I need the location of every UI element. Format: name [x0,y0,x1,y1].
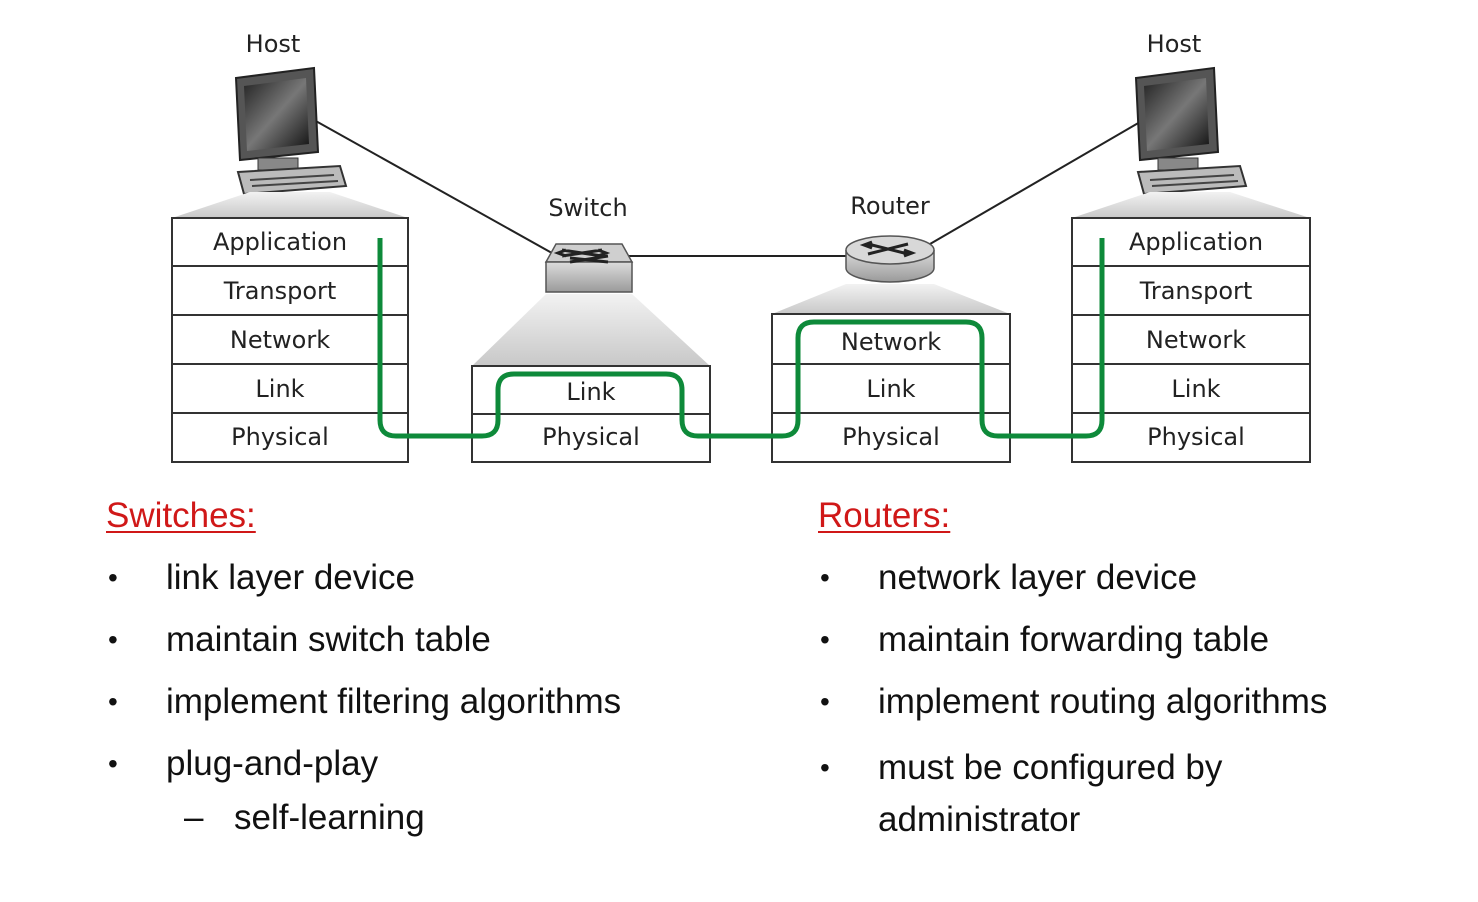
routers-list: •network layer device •maintain forwardi… [818,556,1458,846]
list-item: •link layer device [106,556,746,600]
switch-shade [472,294,710,366]
host-right-computer-icon [1134,66,1248,196]
data-path-line [377,238,1105,439]
host-left-layer-application: Application [213,228,347,256]
host-right-label: Host [1147,30,1202,58]
host-right-layer-network: Network [1146,326,1246,354]
switches-heading: Switches: [106,496,256,535]
switches-list: •link layer device •maintain switch tabl… [106,556,746,786]
router-shade [772,284,1010,314]
list-subitem: –self-learning [106,796,746,840]
network-diagram: Host Application Transport Network Link … [171,30,1311,463]
bullet-icon: • [820,562,830,593]
switch-stack: Link Physical [471,365,711,463]
list-item: •must be configured by administrator [818,742,1298,846]
host-right-layer-transport: Transport [1139,277,1253,305]
list-item: •network layer device [818,556,1458,600]
router-stack: Network Link Physical [771,313,1011,463]
bullet-icon: • [108,686,118,717]
list-item: •maintain switch table [106,618,746,662]
list-item: •plug-and-play [106,742,746,786]
switch-layer-link: Link [566,378,615,406]
host-right-layer-link: Link [1171,375,1220,403]
router-layer-network: Network [841,328,941,356]
switch-label: Switch [548,194,627,222]
host-right-layer-application: Application [1129,228,1263,256]
bullet-icon: • [820,686,830,717]
host-left-label: Host [246,30,301,58]
routers-section: Routers: •network layer device •maintain… [818,492,1458,864]
list-item: •implement routing algorithms [818,680,1458,724]
bullet-icon: • [820,752,830,783]
list-item: •implement filtering algorithms [106,680,746,724]
routers-heading: Routers: [818,496,951,535]
bullet-icon: • [108,562,118,593]
host-left-shade [172,192,408,218]
router-label: Router [850,192,930,220]
router-layer-physical: Physical [842,423,940,451]
host-right-shade [1072,192,1310,218]
host-left-layer-transport: Transport [223,277,337,305]
bullet-icon: • [820,624,830,655]
switch-icon [544,243,634,293]
bullet-icon: • [108,624,118,655]
router-layer-link: Link [866,375,915,403]
host-right-stack: Application Transport Network Link Physi… [1071,217,1311,463]
dash-icon: – [184,798,204,837]
host-left-layer-link: Link [255,375,304,403]
bullet-icon: • [108,748,118,779]
host-right-layer-physical: Physical [1147,423,1245,451]
switches-section: Switches: •link layer device •maintain s… [106,492,746,840]
host-left-stack: Application Transport Network Link Physi… [171,217,409,463]
link-router-host [929,121,1141,245]
host-left-computer-icon [234,66,348,196]
host-left-layer-physical: Physical [231,423,329,451]
host-left-layer-network: Network [230,326,330,354]
router-icon [845,235,935,283]
list-item: •maintain forwarding table [818,618,1458,662]
switch-layer-physical: Physical [542,423,640,451]
link-host-switch [313,119,569,263]
